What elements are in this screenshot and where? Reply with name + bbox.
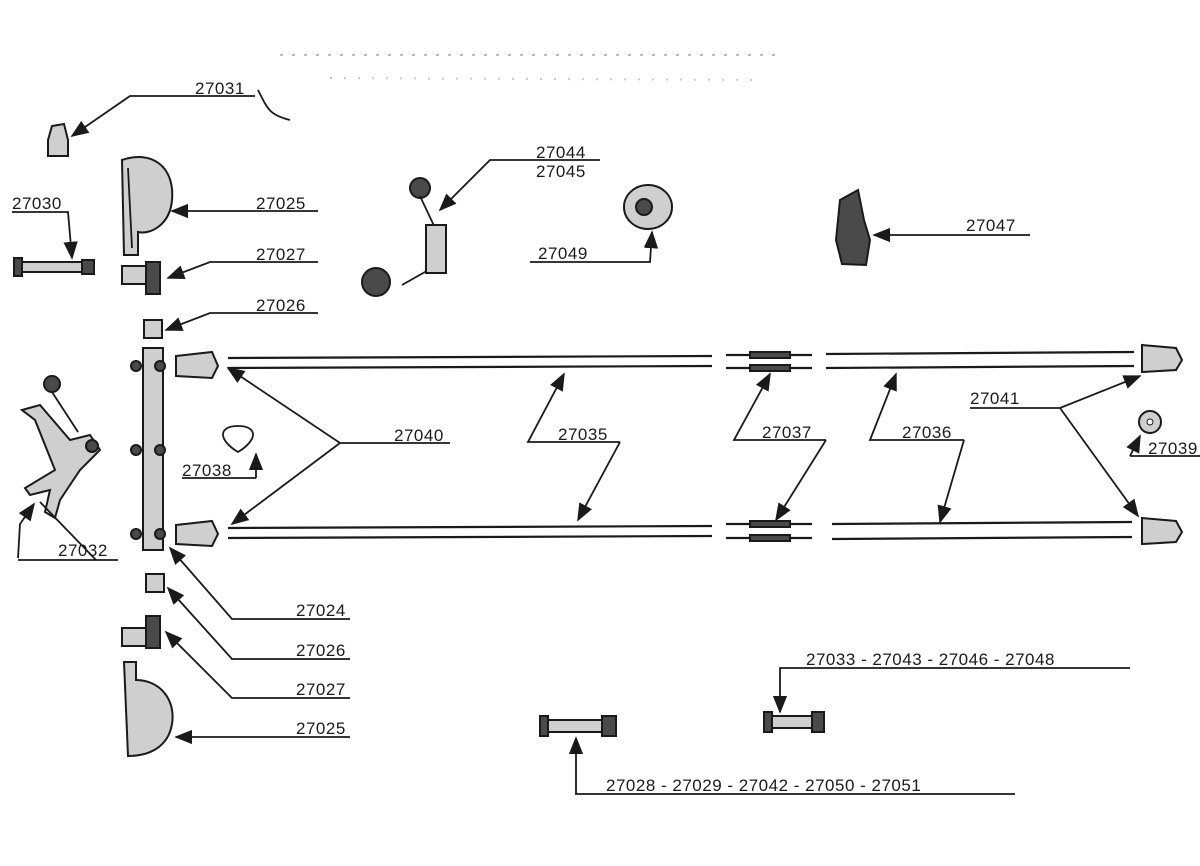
label-27027-top: 27027	[256, 245, 306, 264]
thimble-part	[222, 425, 254, 454]
control-arm-part	[361, 177, 447, 297]
rod-27036	[825, 350, 1135, 541]
hinge-top-part	[121, 261, 161, 295]
label-bolt-group-b: 27028 - 27029 - 27042 - 27050 - 27051	[606, 776, 921, 795]
pulley-part	[623, 184, 673, 230]
bracket-27047-part	[834, 188, 872, 267]
bracket-top-part	[120, 155, 174, 256]
washer-part	[1138, 410, 1162, 434]
label-27036: 27036	[902, 423, 952, 442]
label-27038: 27038	[182, 461, 232, 480]
label-27045: 27045	[536, 162, 586, 181]
cap-nut-part	[47, 122, 69, 157]
label-27024: 27024	[296, 601, 346, 620]
turnbuckle-27037	[726, 351, 812, 542]
label-27025-bottom: 27025	[296, 719, 346, 738]
label-27026-bottom: 27026	[296, 641, 346, 660]
bolt-short-part	[763, 711, 825, 733]
leader-lines	[12, 89, 1200, 795]
tie-plate-bottom-left	[175, 519, 220, 548]
tie-plate-bottom-right	[1141, 516, 1184, 546]
label-27026-top: 27026	[256, 296, 306, 315]
yoke-part	[19, 375, 102, 520]
tie-plate-top-right	[1141, 343, 1184, 374]
bracket-bottom-part	[122, 661, 174, 758]
label-27035: 27035	[558, 425, 608, 444]
label-27025-top: 27025	[256, 194, 306, 213]
label-27044: 27044	[536, 143, 586, 162]
label-27047: 27047	[966, 216, 1016, 235]
bushing-bottom-part	[145, 573, 165, 593]
label-27031: 27031	[195, 79, 245, 98]
pin-part	[13, 257, 95, 277]
label-bolt-group-a: 27033 - 27043 - 27046 - 27048	[806, 650, 1055, 669]
mast-tube-part	[130, 347, 166, 551]
label-27037: 27037	[762, 423, 812, 442]
bushing-top-part	[143, 319, 163, 339]
tie-plate-top-left	[175, 350, 220, 380]
label-27030: 27030	[12, 194, 62, 213]
hinge-bottom-part	[121, 615, 161, 649]
label-27041: 27041	[970, 389, 1020, 408]
label-27049: 27049	[538, 244, 588, 263]
label-27032: 27032	[58, 541, 108, 560]
bolt-long-part	[539, 715, 617, 737]
rod-27035	[227, 354, 713, 540]
label-27027-bottom: 27027	[296, 680, 346, 699]
label-27040: 27040	[394, 426, 444, 445]
label-27039: 27039	[1148, 439, 1198, 458]
scan-noise-2	[329, 77, 761, 81]
